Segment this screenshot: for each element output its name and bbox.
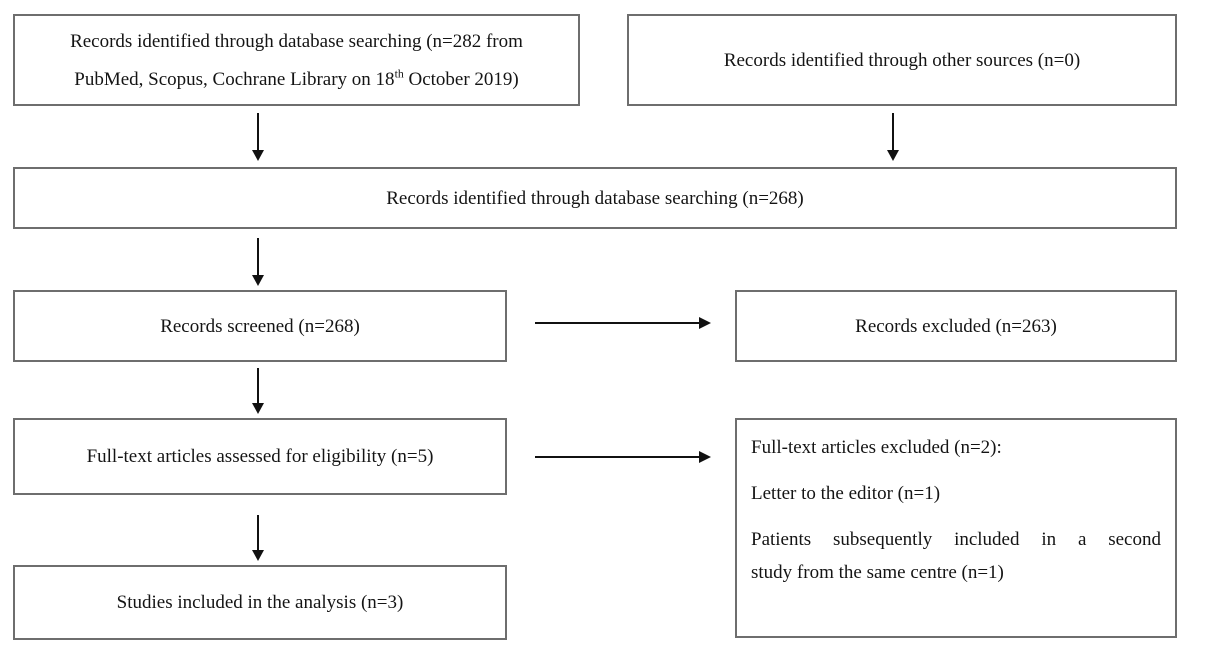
node-line: Patients subsequently included in a seco… (751, 529, 1161, 550)
node-line: Full-text articles excluded (n=2): (751, 437, 1002, 458)
node-records-screened: Records screened (n=268) (13, 290, 507, 362)
arrow-shaft (892, 113, 894, 151)
node-line: PubMed, Scopus, Cochrane Library on 18th… (15, 67, 578, 90)
node-line: Studies included in the analysis (n=3) (116, 592, 404, 613)
arrow-head (252, 150, 264, 161)
node-line: Records identified through database sear… (386, 187, 804, 209)
arrow-screened-to-fulltext (250, 368, 266, 414)
node-fulltext-articles-excluded: Full-text articles excluded (n=2): Lette… (735, 418, 1177, 638)
arrow-screened-to-excluded (535, 315, 711, 331)
node-records-after-duplicates: Records identified through database sear… (13, 167, 1177, 229)
arrow-shaft (257, 238, 259, 276)
arrow-shaft (257, 113, 259, 151)
arrow-fulltext-to-included (250, 515, 266, 561)
ordinal-suffix: th (394, 67, 404, 81)
node-line-text: PubMed, Scopus, Cochrane Library on 18 (74, 68, 395, 90)
arrow-head (252, 275, 264, 286)
node-line: Full-text articles assessed for eligibil… (86, 446, 434, 467)
arrow-fulltext-to-fulltext-excluded (535, 449, 711, 465)
node-line: Records identified through other sources… (723, 49, 1081, 71)
node-studies-included: Studies included in the analysis (n=3) (13, 565, 507, 640)
node-line: Records excluded (n=263) (855, 315, 1057, 337)
node-line: Records screened (n=268) (160, 315, 360, 337)
node-records-identified-database-searching: Records identified through database sear… (13, 14, 580, 106)
arrow-shaft (535, 456, 701, 458)
node-records-excluded: Records excluded (n=263) (735, 290, 1177, 362)
arrow-records-to-screened (250, 238, 266, 286)
arrow-shaft (535, 322, 701, 324)
arrow-shaft (257, 368, 259, 404)
arrow-shaft (257, 515, 259, 551)
node-fulltext-articles-assessed: Full-text articles assessed for eligibil… (13, 418, 507, 495)
arrow-head (887, 150, 899, 161)
node-line: Records identified through database sear… (70, 30, 523, 52)
arrow-head (699, 451, 711, 463)
arrow-head (699, 317, 711, 329)
node-line-text-tail: October 2019) (403, 68, 519, 90)
node-line: study from the same centre (n=1) (751, 562, 1004, 583)
arrow-identification-other-to-records (885, 113, 901, 161)
arrow-identification-database-to-records (250, 113, 266, 161)
node-line: Letter to the editor (n=1) (751, 483, 941, 504)
arrow-head (252, 550, 264, 561)
node-records-identified-other-sources: Records identified through other sources… (627, 14, 1177, 106)
arrow-head (252, 403, 264, 414)
